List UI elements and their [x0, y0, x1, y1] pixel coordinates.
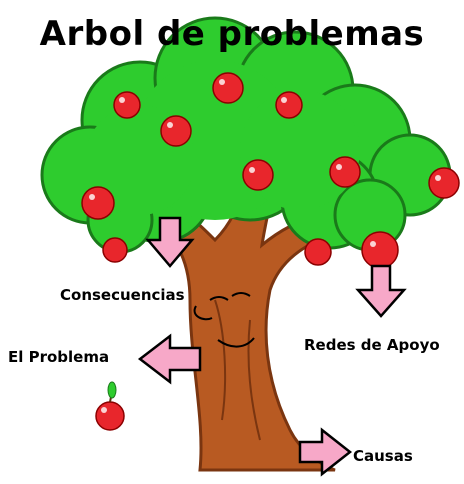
label-el-problema: El Problema	[8, 348, 110, 366]
apple	[160, 115, 192, 147]
tree-nose	[193, 305, 213, 321]
apple	[113, 91, 141, 119]
apple	[81, 186, 115, 220]
tree-eye-left	[209, 296, 229, 301]
arrow-left-problema	[137, 333, 202, 385]
arrow-down-consecuencias	[145, 216, 195, 268]
apples	[81, 72, 460, 431]
label-causas: Causas	[353, 447, 413, 465]
tree-eye-right	[231, 292, 251, 297]
apple-leaf	[107, 381, 117, 399]
apple	[361, 231, 399, 269]
apple	[428, 167, 460, 199]
arrow-right-causas	[298, 427, 353, 477]
apple	[102, 237, 128, 263]
apple	[95, 401, 125, 431]
apple	[304, 238, 332, 266]
apple	[212, 72, 244, 104]
label-redes-de-apoyo: Redes de Apoyo	[304, 336, 440, 354]
arrow-down-redes	[355, 264, 407, 318]
apple	[329, 156, 361, 188]
apple	[275, 91, 303, 119]
tree-mouth	[217, 337, 255, 348]
apple	[242, 159, 274, 191]
label-consecuencias: Consecuencias	[60, 286, 185, 304]
diagram-title: Arbol de problemas	[39, 14, 425, 54]
